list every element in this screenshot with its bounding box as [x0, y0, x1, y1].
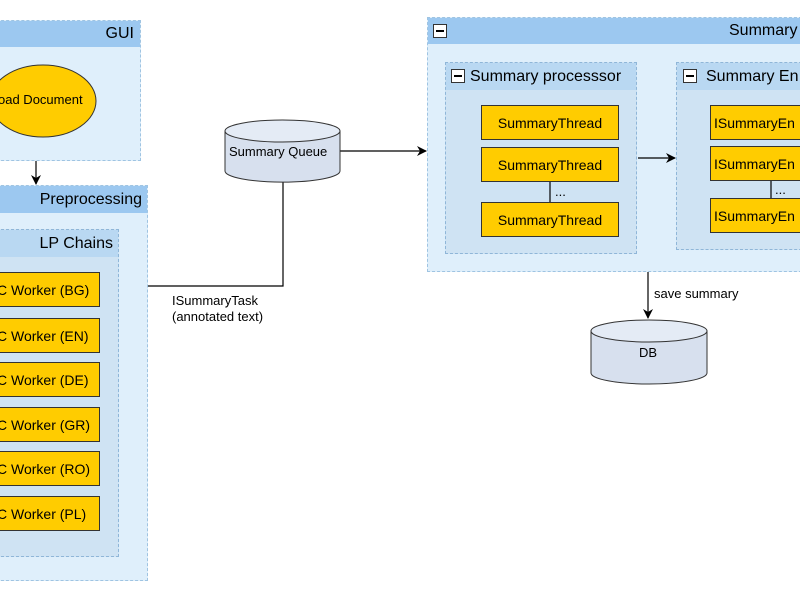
- gui-title: GUI: [105, 25, 134, 42]
- summary-queue-label[interactable]: Summary Queue: [229, 144, 328, 159]
- summary-engine-title: Summary En: [706, 68, 799, 85]
- worker-de[interactable]: C Worker (DE): [0, 362, 100, 397]
- thread-ellipsis: ...: [555, 184, 566, 199]
- summary-thread-2[interactable]: SummaryThread: [481, 147, 619, 182]
- arrow-preprocessing-to-queue: [148, 157, 288, 287]
- summary-processor-title: Summary processsor: [470, 68, 622, 85]
- task-label-line2: (annotated text): [172, 309, 264, 324]
- summary-thread-1[interactable]: SummaryThread: [481, 105, 619, 140]
- collapse-engine-button[interactable]: [683, 69, 697, 83]
- db-label[interactable]: DB: [639, 345, 658, 360]
- load-document-label[interactable]: oad Document: [0, 92, 83, 107]
- collapse-processor-button[interactable]: [451, 69, 465, 83]
- engine-ellipsis: ...: [775, 182, 786, 197]
- lp-chains-header: LP Chains: [0, 230, 118, 257]
- summary-engine-item-2[interactable]: ISummaryEn: [710, 146, 800, 181]
- task-label-line1: ISummaryTask: [172, 293, 258, 308]
- worker-gr[interactable]: C Worker (GR): [0, 407, 100, 442]
- worker-ro[interactable]: C Worker (RO): [0, 451, 100, 486]
- collapse-summary-button[interactable]: [433, 24, 447, 38]
- preprocessing-group-header: Preprocessing: [0, 186, 147, 213]
- lp-chains-title: LP Chains: [39, 235, 113, 252]
- summary-processor-header: Summary processsor: [446, 63, 636, 90]
- summary-group-header: Summary: [428, 18, 800, 44]
- summary-engine-item-1[interactable]: ISummaryEn: [710, 105, 800, 140]
- preprocessing-title: Preprocessing: [39, 191, 142, 208]
- save-summary-label: save summary: [654, 286, 739, 301]
- summary-engine-item-3[interactable]: ISummaryEn: [710, 198, 800, 233]
- gui-group-header: GUI: [0, 21, 140, 47]
- worker-pl[interactable]: C Worker (PL): [0, 496, 100, 531]
- worker-bg[interactable]: C Worker (BG): [0, 272, 100, 307]
- worker-en[interactable]: C Worker (EN): [0, 318, 100, 353]
- summary-thread-3[interactable]: SummaryThread: [481, 202, 619, 237]
- summary-title: Summary: [729, 22, 798, 39]
- summary-engine-header: Summary En: [677, 63, 800, 90]
